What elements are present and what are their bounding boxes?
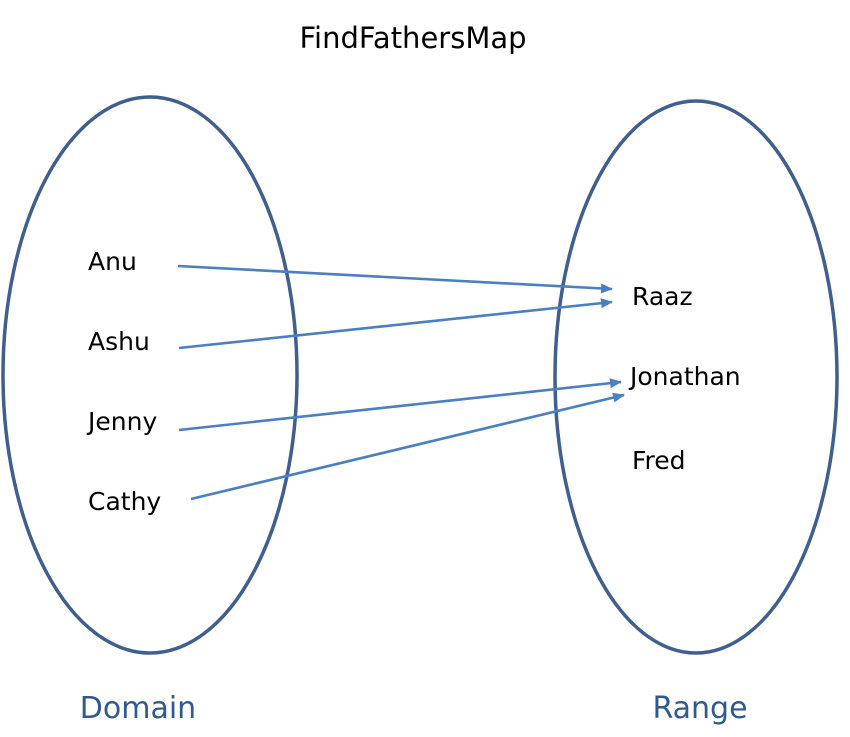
range-item-fred: Fred <box>632 446 686 475</box>
arrow-cathy-to-jonathan <box>190 392 625 501</box>
domain-item-jenny: Jenny <box>86 407 157 436</box>
domain-items: Anu Ashu Jenny Cathy <box>86 247 161 516</box>
domain-ellipse <box>1 95 299 655</box>
arrow-anu-to-raaz <box>177 264 613 294</box>
range-ellipse <box>553 99 839 655</box>
domain-item-ashu: Ashu <box>88 327 150 356</box>
arrow-jenny-to-jonathan <box>178 378 622 432</box>
range-label: Range <box>652 691 747 726</box>
range-item-jonathan: Jonathan <box>628 362 741 391</box>
diagram-title: FindFathersMap <box>299 21 526 55</box>
domain-label: Domain <box>80 691 196 726</box>
domain-item-cathy: Cathy <box>88 487 161 516</box>
range-item-raaz: Raaz <box>632 282 693 311</box>
arrow-ashu-to-raaz <box>178 298 613 350</box>
range-items: Raaz Jonathan Fred <box>628 282 741 475</box>
domain-item-anu: Anu <box>88 247 137 276</box>
mapping-arrows <box>177 264 625 501</box>
